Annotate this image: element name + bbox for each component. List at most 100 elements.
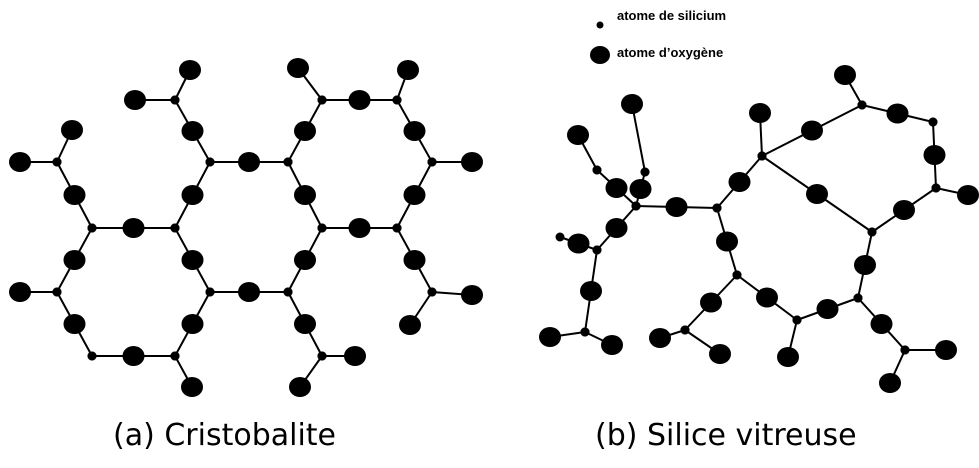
oxygen-atom [181,314,204,334]
silicon-atom [853,293,863,303]
legend-silicon-marker [596,21,604,29]
oxygen-atom [539,327,561,347]
oxygen-atom [806,184,828,204]
oxygen-atom [923,145,946,165]
oxygen-atom [700,292,722,313]
oxygen-atom [294,250,316,270]
oxygen-atom [344,346,366,366]
oxygen-atom [348,90,371,110]
silicon-atom [427,157,437,167]
oxygen-atom [957,185,979,205]
caption-cristobalite: (a) Cristobalite [113,418,337,453]
silicon-atom [52,157,62,167]
oxygen-atom [179,60,201,80]
oxygen-atom [294,121,316,141]
oxygen-atom [63,250,86,270]
caption-silice-vitreuse: (b) Silice vitreuse [595,418,857,453]
silicon-atom [205,287,215,297]
silicon-atom [283,287,293,297]
oxygen-atom [886,103,909,124]
silicon-atom [87,223,97,233]
oxygen-atom [649,328,671,348]
oxygen-atom [181,185,204,205]
silicon-atom [792,315,802,325]
oxygen-atom [756,287,778,308]
silicon-atom [732,270,742,280]
oxygen-atom [63,314,86,334]
silicon-atom [317,223,327,233]
oxygen-atom [629,179,652,199]
silicon-atom [928,117,938,127]
oxygen-atom [61,120,83,140]
oxygen-atom [879,373,901,393]
silicon-atom [317,95,327,105]
oxygen-atom [870,314,893,334]
silicon-atom [867,227,877,237]
oxygen-atom [294,185,316,205]
oxygen-atom [289,377,311,397]
oxygen-atom [287,58,309,78]
silicon-atom [170,223,180,233]
legend-silicon-label: atome de silicium [617,8,727,23]
oxygen-atom [749,103,771,123]
silicon-atom [857,100,867,110]
oxygen-atom [461,152,483,172]
oxygen-atom [348,218,371,238]
silicon-atom [170,95,180,105]
oxygen-atom [238,152,260,172]
silicon-atom [640,167,650,177]
oxygen-atom [728,172,751,192]
oxygen-atom [238,282,260,302]
oxygen-atom [935,340,957,360]
oxygen-atom [9,152,31,172]
oxygen-atom [605,218,628,238]
silicon-atom [757,151,767,161]
si-o-bond [631,103,646,173]
silicon-atom [392,223,402,233]
oxygen-atom [181,121,204,141]
oxygen-atom [122,218,145,238]
bonds-layer [20,67,969,388]
oxygen-atom [294,314,316,334]
silicon-atom [52,287,62,297]
silicon-atom [580,327,590,337]
silicon-atom [931,183,941,193]
oxygen-atom [181,250,204,270]
silicon-atom [87,351,97,361]
silicon-atom [427,287,437,297]
silicon-atom [317,351,327,361]
oxygen-atom [181,377,203,397]
silicon-atom [712,203,722,213]
oxygen-atom [397,60,419,80]
oxygen-atom [403,250,426,270]
oxygen-atom [605,178,628,198]
oxygen-atom [403,121,426,141]
oxygen-atom [621,94,643,114]
oxygen-atom [567,233,590,254]
oxygen-atom [9,282,31,302]
silicon-atom [555,232,565,242]
legend-oxygen-label: atome d’oxygène [617,45,724,60]
oxygen-atom [801,120,823,141]
oxygen-atom [816,299,839,319]
oxygen-atom [124,90,146,110]
oxygen-atom [461,285,483,305]
silicon-atom [283,157,293,167]
oxygen-atom [709,344,731,364]
silicon-atom [392,95,402,105]
silicon-atom [592,245,602,255]
oxygen-atom [777,347,799,367]
oxygen-atom [716,231,738,252]
silicon-atom [170,351,180,361]
silicon-atom [680,325,690,335]
oxygen-atom [567,125,589,145]
oxygen-atom [580,281,602,301]
oxygen-atom [63,185,86,205]
oxygen-atom [601,335,623,355]
oxygen-atom [834,65,856,85]
oxygen-atom [665,197,688,217]
silicon-atom [592,165,602,175]
silicon-atom [205,157,215,167]
legend-oxygen-marker [590,46,610,64]
